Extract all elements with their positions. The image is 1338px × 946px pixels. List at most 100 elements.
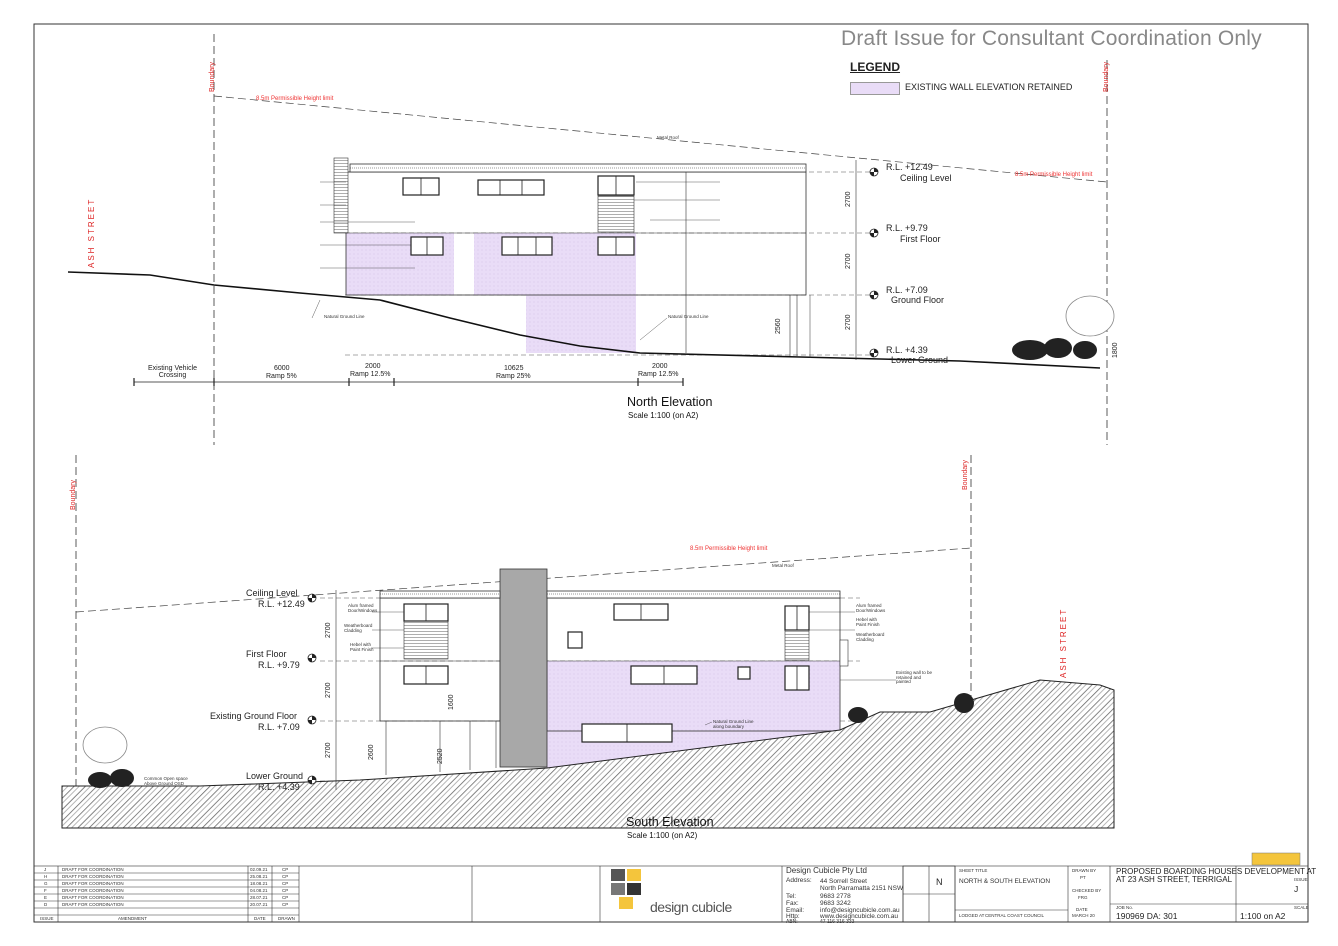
rev-desc: DRAFT FOR COORDINATION — [62, 895, 124, 900]
rev-by: CP — [282, 874, 289, 879]
company-logo-mark — [611, 869, 641, 909]
rev-date: 04.08.21 — [250, 888, 268, 893]
south-vdim: 2700 — [325, 622, 332, 638]
sheet-title: NORTH & SOUTH ELEVATION — [959, 878, 1051, 885]
south-existing-wall-note: Existing wall to be retained and painted — [896, 670, 933, 684]
issue-value: J — [1294, 884, 1299, 894]
south-level-name: Lower Ground — [246, 771, 304, 781]
rev-header-drawn: DRAWN — [278, 916, 295, 921]
tel-label: Tel: — [786, 893, 797, 900]
issue-label: ISSUE — [1294, 877, 1308, 882]
south-alum-note: Alum framed Door/Windows — [856, 603, 886, 613]
height-limit-label: 8.5m Permissible Height limit — [690, 546, 768, 552]
abn-label: ABN: — [786, 919, 798, 925]
south-vdim: 1600 — [448, 694, 455, 710]
dim-label: Ramp 12.5% — [638, 371, 679, 378]
rev-by: CP — [282, 888, 289, 893]
south-level-rl: R.L. +4.39 — [258, 782, 300, 792]
rev-date: 20.07.21 — [250, 902, 268, 907]
date: MARCH 20 — [1072, 913, 1095, 918]
rev-date: 18.08.21 — [250, 881, 268, 886]
rev-issue: E — [44, 895, 48, 900]
address: 44 Sorrell Street North Parramatta 2151 … — [820, 878, 904, 893]
south-level-rl: R.L. +7.09 — [258, 722, 300, 732]
company-name: Design Cubicle Pty Ltd — [786, 866, 867, 875]
rev-by: CP — [282, 902, 289, 907]
dim-label: Ramp 5% — [266, 373, 297, 380]
website-link[interactable]: www.designcubicle.com.au — [820, 913, 899, 920]
north-level-name: Ceiling Level — [900, 173, 952, 183]
north-elevation-scale: Scale 1:100 (on A2) — [628, 411, 699, 420]
checked-by: FRG — [1078, 895, 1088, 900]
sheet-title-label: SHEET TITLE — [959, 868, 988, 873]
boundary-label: Boundary — [70, 480, 77, 510]
legend-swatch — [850, 82, 900, 95]
boundary-label: Boundary — [962, 460, 969, 490]
date-label: DATE — [1076, 907, 1088, 912]
north-level-name: Lower Ground — [891, 355, 949, 365]
council-label: LODGED AT — [959, 913, 985, 918]
fax: 9683 3242 — [820, 900, 851, 907]
north-natural-ground-note: Natural Ground Line — [324, 314, 365, 319]
rev-date: 28.07.21 — [250, 895, 268, 900]
rev-issue: H — [44, 874, 48, 879]
rev-by: CP — [282, 895, 289, 900]
rev-desc: DRAFT FOR COORDINATION — [62, 867, 124, 872]
south-vdim: 2600 — [368, 744, 375, 760]
rev-desc: DRAFT FOR COORDINATION — [62, 888, 124, 893]
draft-notice: Draft Issue for Consultant Coordination … — [841, 27, 1262, 50]
south-open-space-note: Common Open space Above Ground OSD — [144, 776, 188, 786]
rev-header-amendment: AMENDMENT — [118, 916, 147, 921]
south-level-rl: R.L. +9.79 — [258, 660, 300, 670]
south-weatherboard-note: Weatherboard Cladding — [856, 632, 885, 642]
north-level-rl: R.L. +7.09 — [886, 285, 928, 295]
south-vdim: 2700 — [325, 682, 332, 698]
dim-value: 10625 — [504, 365, 524, 372]
north-level-rl: R.L. +12.49 — [886, 162, 933, 172]
south-level-name: First Floor — [246, 649, 287, 659]
rev-header-date: DATE — [254, 916, 266, 921]
south-elevation-scale: Scale 1:100 (on A2) — [627, 831, 698, 840]
project-title: PROPOSED BOARDING HOUSES DEVELOPMENT AT … — [1116, 867, 1317, 885]
dim-label: Ramp 25% — [496, 373, 531, 380]
dim-label: Ramp 12.5% — [350, 371, 391, 378]
company-logo-text: design cubicle — [650, 899, 732, 915]
rev-issue: J — [44, 867, 47, 872]
south-level-rl: R.L. +12.49 — [258, 599, 305, 609]
north-vdim: 1800 — [1112, 342, 1119, 358]
dim-value: 2000 — [365, 363, 381, 370]
south-natural-ground-note: Natural Ground Line along boundary — [713, 719, 754, 729]
south-elevation-title: South Elevation — [626, 815, 714, 829]
north-level-name: First Floor — [900, 234, 941, 244]
south-hebel-note: Hebel with Paint Finish — [856, 617, 880, 627]
south-hebel-note: Hebel with Paint Finish — [350, 642, 374, 652]
south-metal-roof-note: Metal Roof — [772, 563, 794, 568]
email-link[interactable]: info@designcubicle.com.au — [820, 907, 900, 914]
rev-desc: DRAFT FOR COORDINATION — [62, 874, 124, 879]
south-level-name: Existing Ground Floor — [210, 711, 298, 721]
checked-label: CHECKED BY — [1072, 888, 1102, 893]
abn: 47 116 316 333 — [820, 919, 855, 925]
north-arrow-icon: N — [936, 877, 943, 887]
north-metal-roof-note: Metal Roof — [657, 135, 679, 140]
north-natural-ground-note: Natural Ground Line — [668, 314, 709, 319]
council: CENTRAL COAST COUNCIL — [985, 913, 1045, 918]
boundary-label: Boundary — [209, 62, 216, 92]
drawn-by: PT — [1080, 875, 1086, 880]
street-label: ASH STREET — [1059, 607, 1068, 678]
rev-by: CP — [282, 881, 289, 886]
job-label: JOB No. — [1116, 905, 1134, 910]
rev-date: 25.08.21 — [250, 874, 268, 879]
north-level-rl: R.L. +4.39 — [886, 345, 928, 355]
north-vdim: 2700 — [845, 191, 852, 207]
rev-desc: DRAFT FOR COORDINATION — [62, 902, 124, 907]
rev-issue: D — [44, 902, 48, 907]
south-vdim: 2700 — [325, 742, 332, 758]
north-elevation-title: North Elevation — [627, 395, 713, 409]
title-block-lines — [33, 865, 1309, 923]
south-weatherboard-note: Weatherboard Cladding — [344, 623, 373, 633]
job-number: 190969 DA: 301 — [1116, 911, 1178, 921]
rev-header-issue: ISSUE — [40, 916, 54, 921]
